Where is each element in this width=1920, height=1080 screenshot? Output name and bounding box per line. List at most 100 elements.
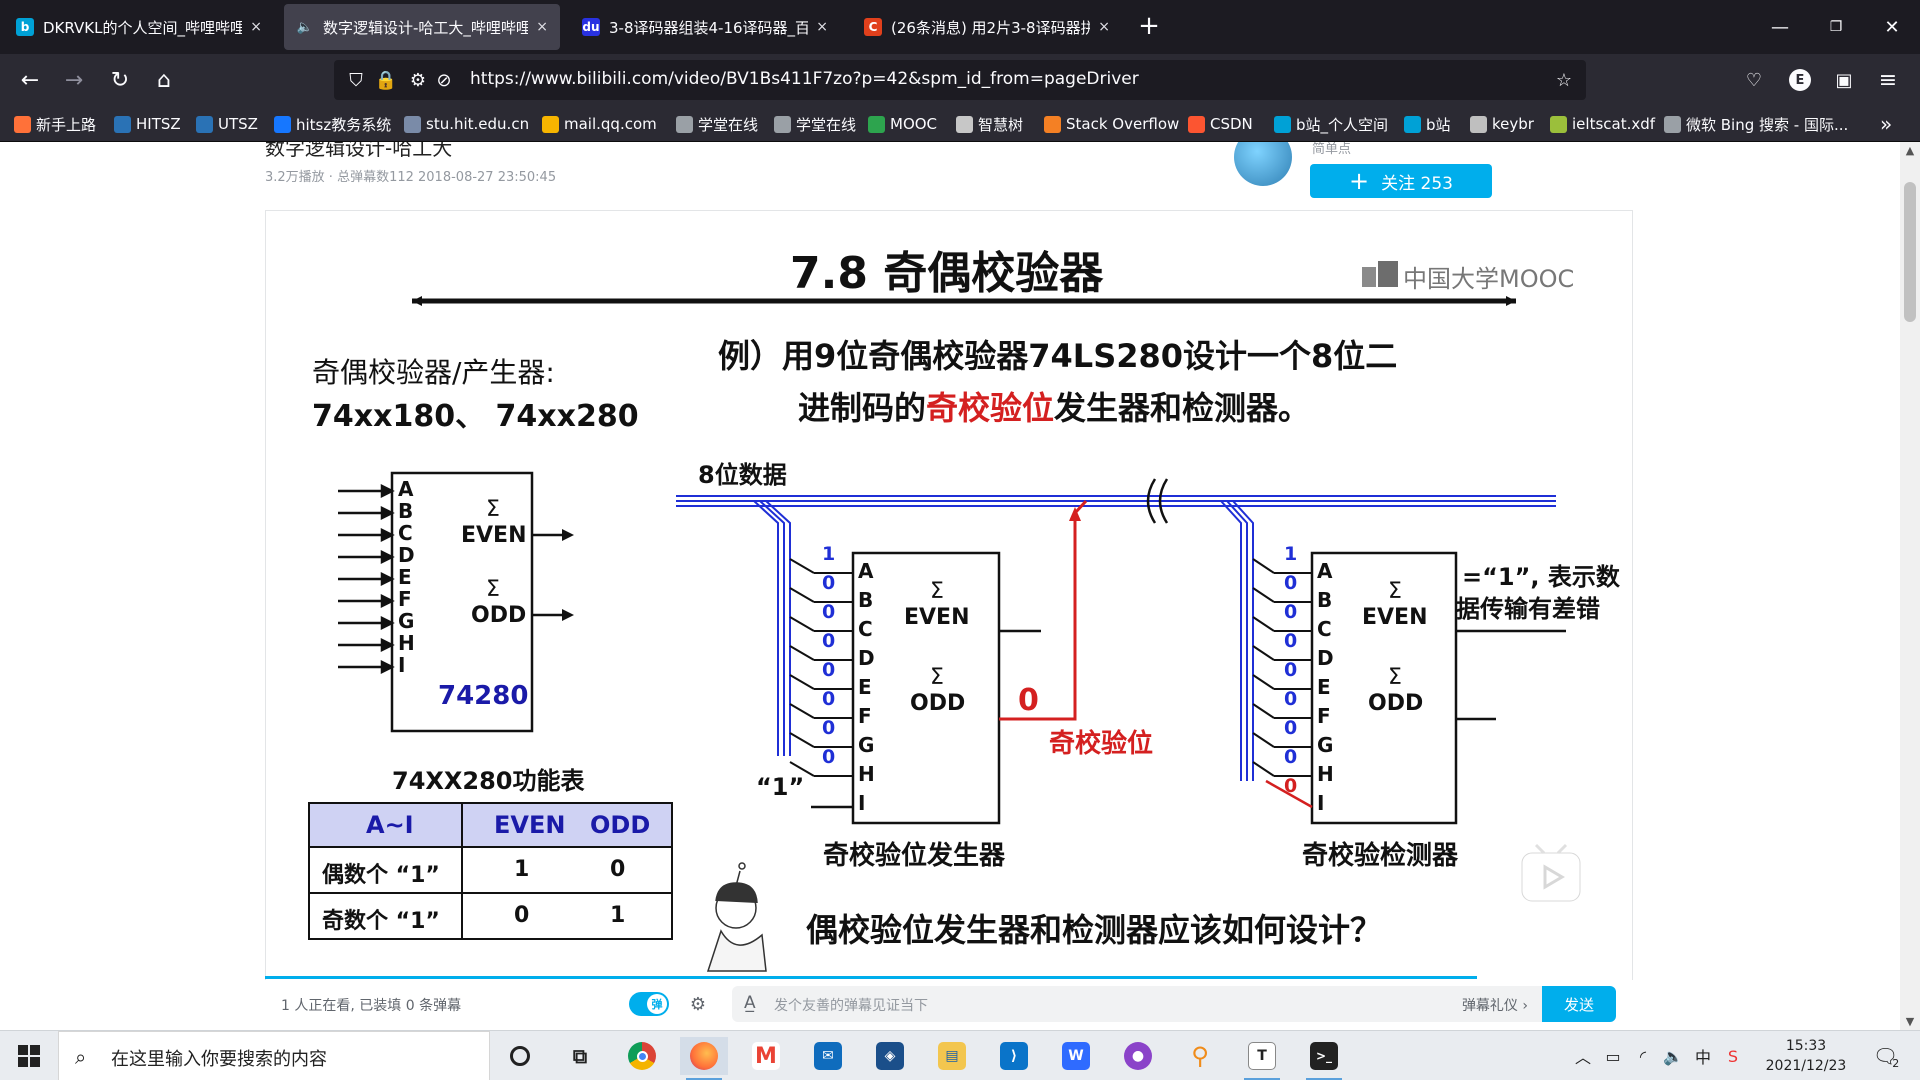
video-player[interactable]: 7.8 奇偶校验器 中国大学MOOC 奇偶校验器/产生器: 74xx180、 7… <box>265 210 1633 982</box>
page-scrollbar[interactable]: ▲ ▼ <box>1900 142 1920 1030</box>
vscode-icon[interactable]: ⟩ <box>990 1037 1038 1075</box>
firefox-icon[interactable] <box>680 1037 728 1080</box>
bookmark-item[interactable]: stu.hit.edu.cn <box>404 113 529 135</box>
tab-close-icon[interactable]: × <box>816 19 828 35</box>
viewer-count: 1 人正在看, 已装填 0 条弹幕 <box>281 998 462 1014</box>
bookmark-item[interactable]: b站_个人空间 <box>1274 113 1388 135</box>
new-tab-button[interactable]: + <box>1138 11 1160 41</box>
taskbar-search[interactable]: ⌕ 在这里输入你要搜索的内容 <box>58 1031 490 1080</box>
tab-close-icon[interactable]: × <box>250 19 262 35</box>
bookmark-item[interactable]: 学堂在线 <box>676 113 758 135</box>
tab-baidu-zhidao[interactable]: du 3-8译码器组装4-16译码器_百度知道 × <box>570 4 840 50</box>
bookmark-item[interactable]: Stack Overflow <box>1044 113 1179 135</box>
danmaku-input[interactable]: A̲ 发个友善的弹幕见证当下 弹幕礼仪 › <box>732 986 1542 1022</box>
chip-input-b: B <box>398 499 414 523</box>
extension-icon[interactable]: ▣ <box>1835 69 1853 91</box>
scroll-up-icon[interactable]: ▲ <box>1905 144 1915 157</box>
sogou-icon[interactable]: S <box>1727 1046 1739 1066</box>
example-line2: 进制码的奇校验位发生器和检测器。 <box>798 389 1311 427</box>
bookmark-item[interactable]: HITSZ <box>114 113 181 135</box>
url-text[interactable]: https://www.bilibili.com/video/BV1Bs411F… <box>470 69 1139 89</box>
detector-chip <box>1310 551 1458 825</box>
play-overlay-icon[interactable] <box>1516 841 1586 907</box>
danmaku-toggle[interactable]: 弹 <box>629 992 669 1016</box>
parity-bit-label: 奇校验位 <box>1049 729 1154 759</box>
lock-icon[interactable]: 🔒 <box>374 69 398 91</box>
bookmark-item[interactable]: MOOC <box>868 113 937 135</box>
tab-csdn[interactable]: C (26条消息) 用2片3-8译码器拼接 × <box>852 4 1122 50</box>
typora-icon[interactable]: T <box>1238 1037 1286 1080</box>
bookmark-item[interactable]: hitsz教务系统 <box>274 113 391 135</box>
bookmark-item[interactable]: 微软 Bing 搜索 - 国际... <box>1664 113 1848 135</box>
battery-icon[interactable]: ▭ <box>1605 1046 1621 1066</box>
bookmark-star-icon[interactable]: ☆ <box>1555 69 1573 91</box>
volume-icon[interactable]: 🔈 <box>1663 1046 1683 1066</box>
bookmark-item[interactable]: UTSZ <box>196 113 258 135</box>
bookmark-item[interactable]: 智慧树 <box>956 113 1023 135</box>
bookmark-item[interactable]: 新手上路 <box>14 113 96 135</box>
chrome-icon[interactable] <box>618 1037 666 1075</box>
tab-close-icon[interactable]: × <box>1098 19 1110 35</box>
autoplay-blocked-icon[interactable]: ⊘ <box>436 69 452 91</box>
danmaku-settings-icon[interactable]: ⚙ <box>689 993 707 1015</box>
wifi-icon[interactable]: ◜ <box>1639 1046 1647 1066</box>
tab-digital-logic[interactable]: 🔈 数字逻辑设计-哈工大_哔哩哔哩_bilibili × <box>284 4 560 50</box>
bookmarks-overflow-icon[interactable]: » <box>1880 112 1893 136</box>
github-icon[interactable]: ● <box>1114 1037 1162 1075</box>
file-explorer-icon[interactable]: ▤ <box>928 1037 976 1075</box>
follow-button[interactable]: + 关注 253 <box>1310 164 1492 198</box>
scrollbar-thumb[interactable] <box>1904 182 1916 322</box>
taskbar-clock[interactable]: 15:33 2021/12/23 <box>1760 1036 1852 1076</box>
send-danmaku-button[interactable]: 发送 <box>1542 986 1616 1022</box>
bookmark-item[interactable]: mail.qq.com <box>542 113 657 135</box>
wps-writer-icon[interactable]: W <box>1052 1037 1100 1075</box>
restore-icon[interactable]: ❐ <box>1829 19 1843 35</box>
tab-close-icon[interactable]: × <box>536 19 548 35</box>
tab-dkrvkl-space[interactable]: b DKRVKL的个人空间_哔哩哔哩_bilibili × <box>4 4 274 50</box>
home-icon[interactable]: ⌂ <box>157 67 171 93</box>
shield-icon[interactable]: ⛉ <box>349 69 363 91</box>
reload-icon[interactable]: ↻ <box>110 67 130 93</box>
mail-icon[interactable]: ✉ <box>804 1037 852 1075</box>
gen-bit: 0 <box>822 630 836 652</box>
thinking-girl-icon <box>706 862 767 972</box>
menu-icon[interactable]: ≡ <box>1878 67 1898 93</box>
uploader-sign: 简单点 <box>1312 142 1352 157</box>
search-tool-icon[interactable]: ⚲ <box>1191 1042 1209 1070</box>
t-icon <box>274 115 291 133</box>
tab-title: DKRVKL的个人空间_哔哩哔哩_bilibili <box>43 18 243 37</box>
speaker-icon[interactable]: 🔈 <box>296 19 314 35</box>
terminal-icon[interactable]: >_ <box>1300 1037 1348 1080</box>
gmail-icon[interactable]: M <box>742 1037 790 1075</box>
account-icon[interactable]: E <box>1784 64 1816 96</box>
pocket-icon[interactable]: ♡ <box>1745 69 1763 91</box>
bookmark-item[interactable]: 学堂在线 <box>774 113 856 135</box>
danmaku-etiquette-link[interactable]: 弹幕礼仪 › <box>1461 998 1528 1014</box>
task-view-icon[interactable]: ⧉ <box>572 1044 588 1068</box>
bilibili-icon: b <box>16 18 34 36</box>
uploader-avatar[interactable] <box>1234 142 1292 186</box>
cortana-icon[interactable] <box>496 1037 544 1075</box>
bookmark-item[interactable]: CSDN <box>1188 113 1253 135</box>
ime-indicator[interactable]: 中 <box>1694 1048 1711 1067</box>
chip-input-a: A <box>398 477 414 501</box>
bili-icon <box>1404 115 1421 133</box>
gen-sigma-odd: Σ <box>930 665 944 690</box>
permissions-icon[interactable]: ⚙ <box>409 69 427 91</box>
text-style-icon[interactable]: A̲ <box>744 993 756 1013</box>
back-icon[interactable]: ← <box>20 67 40 93</box>
notification-icon[interactable]: 🗨2 <box>1872 1044 1900 1070</box>
start-button[interactable] <box>0 1031 58 1080</box>
minimize-icon[interactable]: — <box>1771 16 1789 38</box>
forward-icon[interactable]: → <box>64 67 84 93</box>
url-bar[interactable]: ⛉ 🔒 ⚙ ⊘ https://www.bilibili.com/video/B… <box>334 60 1586 100</box>
bookmark-item[interactable]: ieltscat.xdf <box>1550 113 1655 135</box>
tray-chevron-icon[interactable]: ︿ <box>1574 1048 1591 1067</box>
bookmark-item[interactable]: keybr <box>1470 113 1534 135</box>
virtualbox-icon[interactable]: ◈ <box>866 1037 914 1075</box>
scroll-down-icon[interactable]: ▼ <box>1905 1015 1915 1028</box>
bookmark-item[interactable]: b站 <box>1404 113 1451 135</box>
det-input-a: A <box>1317 559 1333 583</box>
video-progress[interactable] <box>265 976 1477 979</box>
close-window-icon[interactable]: ✕ <box>1884 16 1900 38</box>
